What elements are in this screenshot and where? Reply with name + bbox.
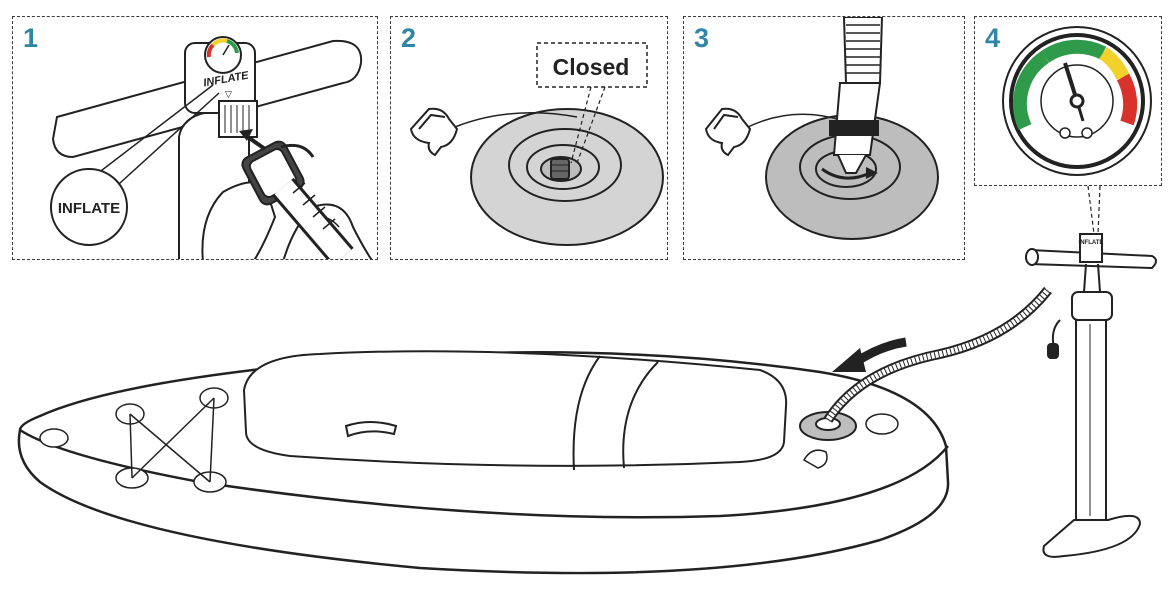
board-and-pump-illustration: INFLATE (17, 233, 1157, 575)
step-2-panel: 2 Closed (390, 16, 668, 260)
hose-connector-icon (241, 140, 354, 259)
hose-icon (829, 17, 884, 174)
hose-attach-illustration (704, 17, 939, 240)
pump-connection-illustration: INFLATE ▽ INFLATE (50, 36, 373, 259)
arrow-down-glyph: ▽ (225, 89, 232, 99)
paddle-board-icon (17, 350, 950, 575)
step-2-number: 2 (401, 23, 417, 53)
bungee-cord-icon (39, 387, 899, 493)
hose-icon (823, 286, 1052, 423)
valve-cap-icon (704, 107, 845, 157)
pump-handle-inflate-text: INFLATE (1079, 240, 1104, 246)
step-1-panel: 1 INFLATE ▽ (12, 16, 378, 260)
pump-icon (1025, 233, 1157, 558)
pressure-gauge-illustration (1002, 26, 1152, 176)
step-3-number: 3 (694, 23, 710, 53)
valve-cap-icon (409, 107, 578, 157)
step-1-number: 1 (23, 23, 39, 53)
gauge-icon (204, 36, 242, 74)
inflate-callout (50, 84, 220, 246)
closed-callout (536, 42, 648, 164)
step-4-panel: 4 (974, 16, 1162, 186)
gauge-callout-lines (1087, 186, 1101, 235)
closed-callout-label: Closed (553, 54, 630, 80)
step-4-number: 4 (985, 23, 1001, 53)
valve-base-icon (470, 108, 664, 246)
rotate-arrow-icon (821, 167, 878, 180)
valve-closed-illustration: Closed (409, 42, 664, 246)
gauge-icon (1002, 26, 1152, 176)
direction-arrow-icon (832, 337, 907, 372)
step-3-panel: 3 (683, 16, 965, 260)
inflate-callout-label: INFLATE (58, 200, 120, 217)
rotate-arrow-icon (239, 129, 315, 158)
